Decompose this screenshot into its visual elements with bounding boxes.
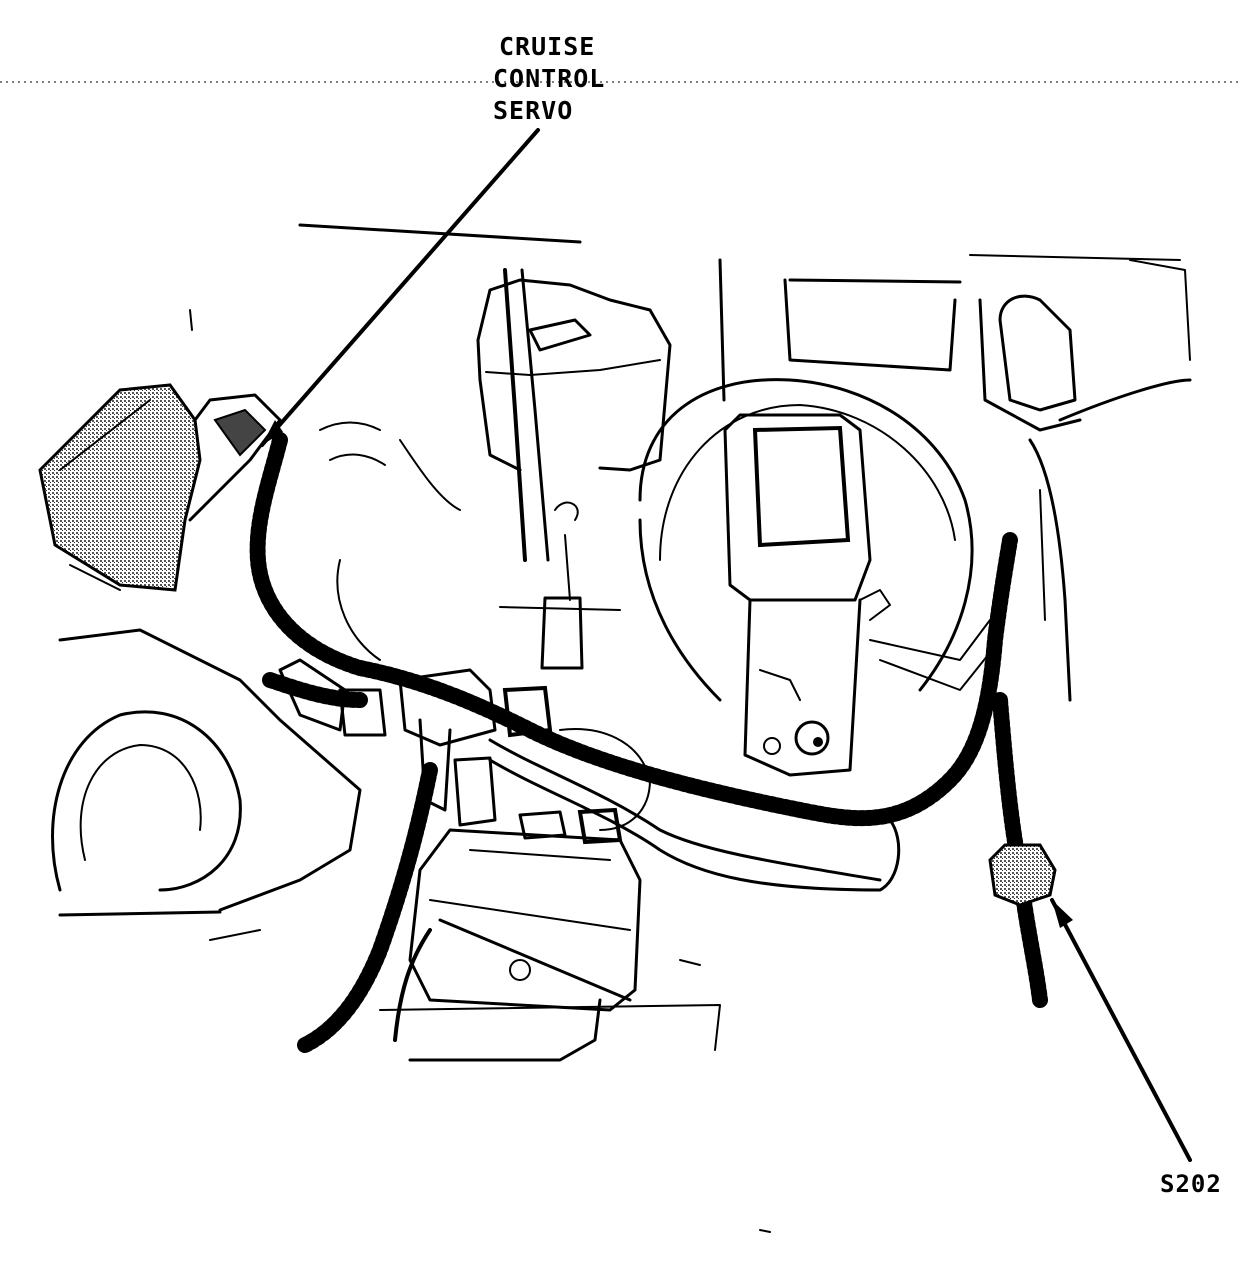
s202-leader-arrowhead bbox=[1052, 900, 1073, 928]
s202-callout-label: S202 bbox=[1160, 1170, 1222, 1198]
servo-leader-line bbox=[260, 128, 540, 447]
master-cylinder bbox=[723, 413, 891, 777]
background-detail-lines bbox=[189, 309, 771, 1233]
s202-splice bbox=[988, 843, 1057, 907]
cruise-control-servo bbox=[38, 383, 282, 592]
servo-callout-line-1: CRUISE bbox=[499, 32, 596, 61]
lower-component-box bbox=[379, 828, 721, 1062]
strut-tower bbox=[51, 628, 362, 917]
main-wiring-harness bbox=[262, 532, 1048, 1053]
firewall-structure bbox=[718, 254, 1192, 702]
servo-leader-arrowhead bbox=[262, 420, 283, 445]
brake-booster bbox=[638, 378, 974, 702]
s202-leader-line bbox=[1050, 898, 1192, 1162]
servo-callout-line-2: CONTROL bbox=[493, 64, 606, 93]
servo-callout-line-3: SERVO bbox=[493, 96, 574, 125]
servo-harness bbox=[249, 432, 368, 676]
coolant-reservoir bbox=[298, 223, 672, 670]
